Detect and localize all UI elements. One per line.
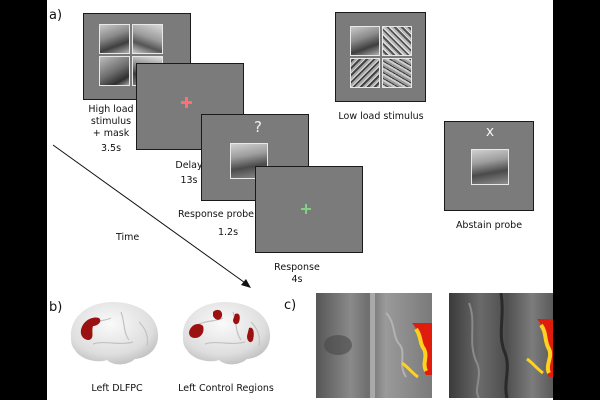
noise-mask-3 [382, 58, 412, 88]
panel-label-c: c) [284, 298, 297, 313]
low-load-house-photo [350, 26, 380, 56]
time-arrow [52, 144, 251, 288]
brain-left-label: Left DLFPC [91, 383, 143, 394]
mri-slice-2 [449, 293, 553, 398]
probe-question-mark: ? [254, 118, 262, 136]
abstain-label: Abstain probe [455, 220, 523, 231]
response-screen [255, 166, 363, 253]
figure-panel: a) b) c) Time ? High load stimulus + m [47, 0, 553, 400]
brain-right-label: Left Control Regions [178, 383, 274, 394]
low-load-label: Low load stimulus [338, 111, 424, 122]
probe-duration: 1.2s [217, 227, 239, 238]
red-fixation-cross [181, 97, 192, 108]
response-label-text: Response [274, 262, 320, 273]
high-load-label-line2: stimulus [90, 116, 132, 127]
panel-label-b: b) [49, 300, 63, 315]
time-label: Time [116, 232, 140, 243]
abstain-house-photo [471, 149, 509, 185]
house-photo-3 [99, 56, 130, 86]
noise-mask-1 [382, 26, 412, 56]
mri-slice-1 [316, 293, 432, 398]
response-duration: 4s [291, 274, 303, 285]
mri-slice-1-drawing [324, 293, 432, 398]
house-photo-1 [99, 24, 130, 54]
delay-duration: 13s [180, 175, 198, 186]
high-load-duration: 3.5s [100, 143, 122, 154]
high-load-label: High load stimulus + mask 3.5s [81, 104, 141, 155]
brain-control-render [182, 302, 271, 365]
green-fixation-cross [301, 204, 311, 214]
noise-mask-2 [350, 58, 380, 88]
abstain-x-glyph: x [485, 124, 495, 140]
abstain-screen: x [444, 121, 534, 211]
mri-slice-2-drawing [468, 293, 553, 398]
panel-label-a: a) [49, 8, 63, 23]
house-photo-2 [132, 24, 163, 54]
brain-dlpfc-render [70, 302, 159, 365]
delay-label: Delay 13s [169, 160, 209, 187]
high-load-label-line1: High load [88, 104, 134, 115]
probe-label: Response probe [177, 209, 255, 220]
high-load-label-line3: + mask [92, 128, 130, 139]
delay-label-text: Delay [175, 160, 203, 171]
response-label: Response 4s [267, 262, 327, 286]
low-load-screen [335, 12, 426, 102]
